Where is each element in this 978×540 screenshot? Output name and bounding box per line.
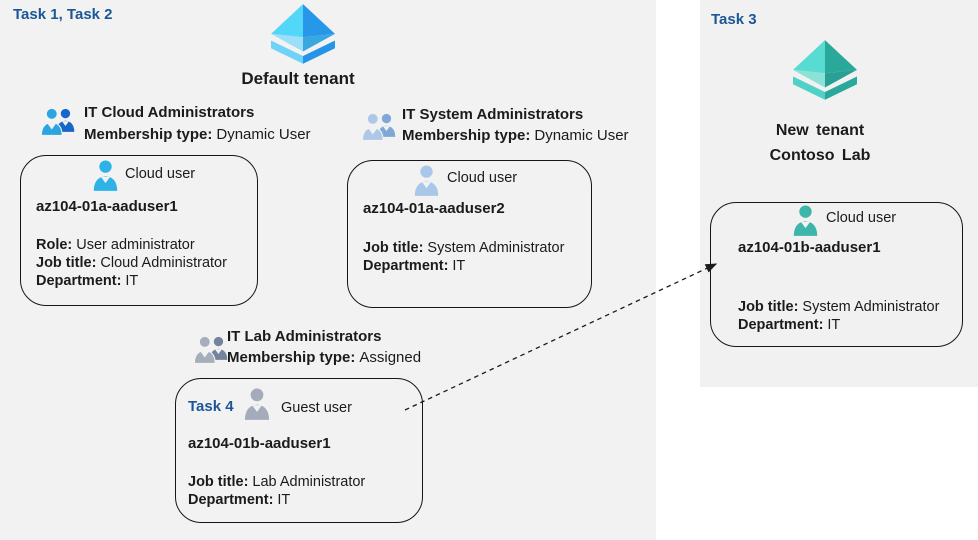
task-3-label: Task 3	[711, 11, 757, 28]
cloud-user2-type: Cloud user	[447, 170, 518, 186]
cloud-user1-type: Cloud user	[125, 166, 196, 182]
membership-type-label: Membership type:	[84, 126, 213, 143]
task-4-label: Task 4	[188, 398, 234, 415]
lab-admins-membership: Membership type:Assigned	[227, 349, 421, 366]
job-title-label: Job title:	[363, 240, 424, 256]
new-tenant-user-department: Department:IT	[738, 316, 840, 334]
new-tenant-user-icon	[793, 205, 818, 236]
new-tenant-title-line1: New tenant	[775, 122, 865, 139]
new-tenant-title-line2: Contoso Lab	[769, 147, 871, 164]
department-label: Department:	[738, 317, 824, 333]
cloud-user2-department: Department:IT	[363, 257, 465, 275]
cloud-admins-group-icon	[40, 107, 75, 136]
system-admins-membership: Membership type:Dynamic User	[402, 127, 629, 144]
department-value: IT	[125, 273, 139, 289]
job-title-label: Job title:	[188, 474, 249, 490]
membership-type-value: Assigned	[359, 349, 422, 366]
new-tenant-user-name: az104-01b-aaduser1	[738, 239, 881, 256]
lab-admins-group-icon	[193, 335, 228, 364]
guest-user-type: Guest user	[281, 400, 352, 416]
guest-user-card	[175, 378, 423, 523]
cloud-user1-jobtitle: Job title:Cloud Administrator	[36, 254, 227, 272]
cloud-user1-name: az104-01a-aaduser1	[36, 198, 178, 215]
department-value: IT	[827, 317, 841, 333]
default-tenant-title: Default tenant	[241, 69, 355, 88]
role-label: Role:	[36, 237, 73, 253]
cloud-user2-jobtitle: Job title:System Administrator	[363, 239, 564, 257]
new-tenant-user-jobtitle: Job title:System Administrator	[738, 298, 939, 316]
cloud-user1-card	[20, 155, 258, 306]
default-tenant-icon	[271, 4, 335, 64]
membership-type-value: Dynamic User	[216, 126, 311, 143]
job-title-value: System Administrator	[802, 299, 940, 315]
guest-user-name: az104-01b-aaduser1	[188, 435, 331, 452]
job-title-value: Cloud Administrator	[100, 255, 227, 271]
job-title-value: Lab Administrator	[252, 474, 366, 490]
system-admins-group-name: IT System Administrators	[402, 106, 584, 123]
department-label: Department:	[188, 492, 274, 508]
cloud-admins-group-name: IT Cloud Administrators	[84, 104, 255, 121]
cloud-admins-membership: Membership type:Dynamic User	[84, 126, 311, 143]
system-admins-group-icon	[361, 112, 396, 141]
task-1-2-label: Task 1, Task 2	[13, 6, 113, 23]
cloud-user1-role: Role:User administrator	[36, 236, 195, 254]
new-tenant-icon	[793, 40, 857, 100]
guest-user-department: Department:IT	[188, 491, 290, 509]
department-value: IT	[452, 258, 466, 274]
guest-user-icon	[244, 388, 270, 420]
department-value: IT	[277, 492, 291, 508]
department-label: Department:	[363, 258, 449, 274]
cloud-user1-department: Department:IT	[36, 272, 138, 290]
membership-type-value: Dynamic User	[534, 127, 629, 144]
job-title-label: Job title:	[738, 299, 799, 315]
cloud-user2-name: az104-01a-aaduser2	[363, 200, 505, 217]
job-title-label: Job title:	[36, 255, 97, 271]
cloud-user2-icon	[414, 165, 439, 196]
lab-admins-group-name: IT Lab Administrators	[227, 328, 382, 345]
department-label: Department:	[36, 273, 122, 289]
new-tenant-user-type: Cloud user	[826, 210, 897, 226]
guest-user-jobtitle: Job title:Lab Administrator	[188, 473, 365, 491]
role-value: User administrator	[76, 237, 195, 253]
cloud-user1-icon	[93, 160, 118, 191]
membership-type-label: Membership type:	[227, 349, 356, 366]
membership-type-label: Membership type:	[402, 127, 531, 144]
job-title-value: System Administrator	[427, 240, 565, 256]
